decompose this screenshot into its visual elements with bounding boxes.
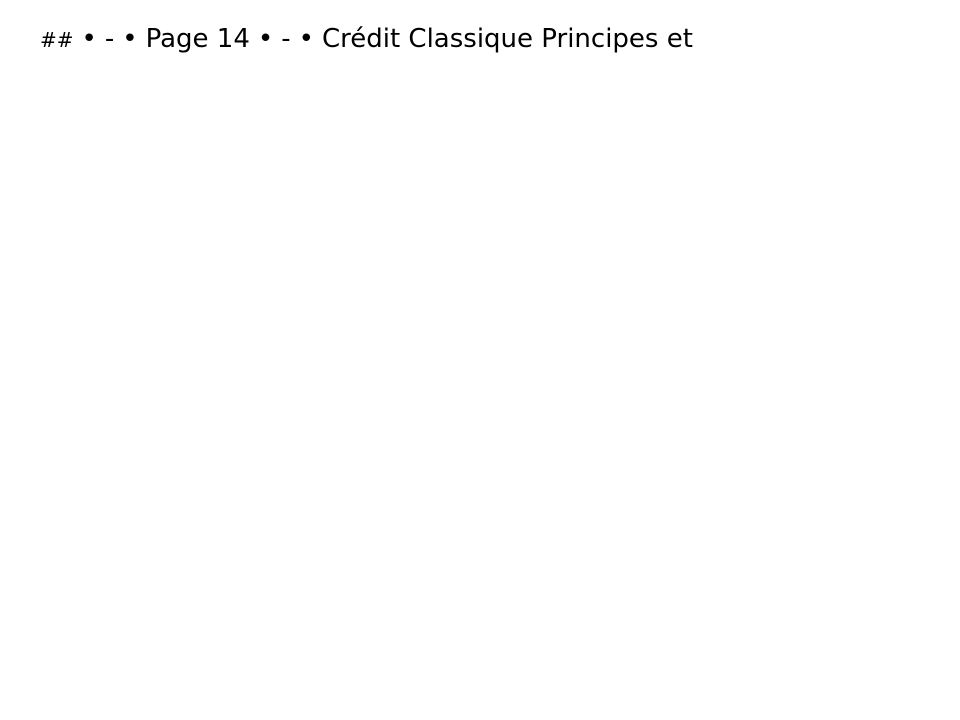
bullet-separator: • bbox=[81, 24, 97, 54]
bullet-separator: • bbox=[122, 24, 138, 54]
dash-separator: - bbox=[104, 24, 115, 54]
header-line: ## • - • Page 14 • - • Crédit Classique … bbox=[40, 24, 693, 55]
bullet-separator: • bbox=[298, 24, 314, 54]
dash-separator: - bbox=[281, 24, 291, 54]
markdown-heading-marker: ## bbox=[40, 28, 74, 52]
page-number-label: Page 14 bbox=[145, 24, 250, 54]
document-title: Crédit Classique Principes et bbox=[321, 24, 693, 54]
bullet-separator: • bbox=[257, 24, 274, 54]
